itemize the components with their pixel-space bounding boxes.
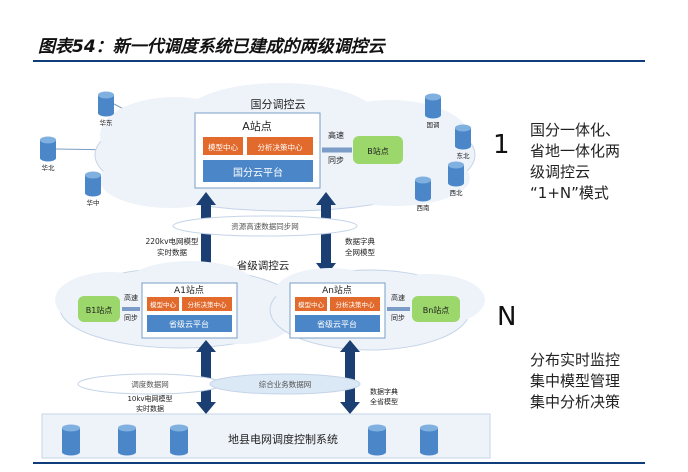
- dispatch-net-label: 调度数据网: [131, 379, 169, 389]
- db-east-china: 华东: [98, 91, 114, 127]
- db-southwest: 西南: [415, 176, 431, 212]
- db-national-dispatch: 国调: [425, 93, 441, 129]
- an-analysis-label: 分析决策中心: [336, 300, 376, 309]
- province-cloud-label: 省级调控云: [237, 259, 290, 272]
- a1-analysis-box: [182, 297, 232, 311]
- local-system-bar: [41, 413, 491, 459]
- site-a-label: A站点: [242, 119, 272, 133]
- national-platform-box: [203, 160, 313, 182]
- db-north-china: 华北: [40, 136, 56, 172]
- national-sync-line1: 高速: [328, 130, 344, 140]
- site-a1-label: A1站点: [174, 284, 204, 296]
- bottom-left-note-2: 实时数据: [136, 404, 164, 413]
- sync-net-ellipse: [172, 215, 358, 237]
- db-central-china-label: 华中: [87, 198, 100, 207]
- db-national-dispatch-label: 国调: [427, 120, 440, 129]
- middle-right-note-1: 数据字典: [345, 236, 375, 246]
- site-bn-label: Bn站点: [423, 305, 450, 315]
- bottom-rule: [33, 462, 645, 464]
- db-southwest-label: 西南: [417, 203, 431, 212]
- site-b1-box: [78, 296, 120, 322]
- sync-net-label: 资源高速数据同步网: [231, 221, 299, 231]
- db-north-china-label: 华北: [42, 163, 56, 172]
- a1-platform-label: 省级云平台: [169, 319, 209, 329]
- db-northeast-label: 东北: [457, 151, 471, 160]
- db-local-2: [118, 424, 136, 456]
- down-arrow-right-2: [340, 340, 360, 414]
- analysis-center-box: [247, 137, 313, 155]
- national-sync-line2: 同步: [328, 156, 344, 165]
- national-cloud-label: 国分调控云: [251, 97, 306, 111]
- an-platform-label: 省级云平台: [317, 319, 357, 329]
- db-northeast: 东北: [455, 124, 471, 160]
- level-n-number: N: [497, 302, 517, 332]
- local-system-label: 地县电网调度控制系统: [228, 432, 338, 446]
- db-central-china: 华中: [85, 171, 101, 207]
- an-model-box: [295, 297, 327, 311]
- an-model-label: 模型中心: [298, 300, 325, 309]
- db-local-1: [62, 424, 80, 456]
- bottom-right-note-1: 数据字典: [370, 387, 398, 396]
- bottom-left-note-1: 10kv电网模型: [127, 394, 172, 403]
- site-bn-box: [412, 296, 460, 322]
- biz-net-ellipse: [209, 373, 361, 395]
- a1-model-box: [147, 297, 179, 311]
- level-n-caption: 分布实时监控 集中模型管理 集中分析决策: [530, 351, 621, 411]
- model-center-label: 模型中心: [208, 142, 238, 152]
- db-northwest: 西北: [448, 161, 464, 197]
- level-1-caption: 国分一体化、 省地一体化两 级调控云 “1+N”模式: [530, 121, 621, 202]
- db-northwest-label: 西北: [450, 189, 464, 197]
- analysis-center-label: 分析决策中心: [258, 142, 303, 152]
- down-arrow-left-2: [196, 340, 216, 414]
- bn-sync-line1: 高速: [391, 293, 405, 302]
- a1-analysis-label: 分析决策中心: [188, 300, 228, 309]
- middle-left-note-1: 220kv电网模型: [145, 236, 199, 246]
- bottom-right-note-2: 全省模型: [370, 397, 398, 406]
- a1-model-label: 模型中心: [150, 300, 177, 309]
- db-local-4: [368, 424, 386, 456]
- title-rule: [33, 60, 645, 62]
- model-center-box: [203, 137, 243, 155]
- site-b1-label: B1站点: [86, 305, 113, 315]
- an-analysis-box: [330, 297, 380, 311]
- middle-left-note-2: 实时数据: [157, 247, 187, 257]
- bn-sync-line2: 同步: [391, 314, 405, 322]
- b1-sync-line2: 同步: [124, 314, 138, 322]
- level-1-number: 1: [493, 130, 510, 160]
- db-local-5: [420, 424, 438, 456]
- a1-platform-box: [147, 315, 232, 332]
- db-east-china-label: 华东: [100, 118, 114, 127]
- db-bottom-group: [62, 424, 438, 456]
- site-b-box: [353, 136, 403, 164]
- site-b-label: B站点: [367, 146, 389, 156]
- middle-right-note-2: 全网模型: [345, 247, 375, 257]
- db-local-3: [170, 424, 188, 456]
- page-title: 图表54：新一代调度系统已建成的两级调控云: [38, 37, 385, 57]
- site-an-label: An站点: [322, 284, 352, 296]
- national-platform-label: 国分云平台: [233, 166, 283, 179]
- biz-net-label: 综合业务数据网: [259, 379, 312, 389]
- b1-sync-line1: 高速: [124, 293, 138, 302]
- an-platform-box: [295, 315, 380, 332]
